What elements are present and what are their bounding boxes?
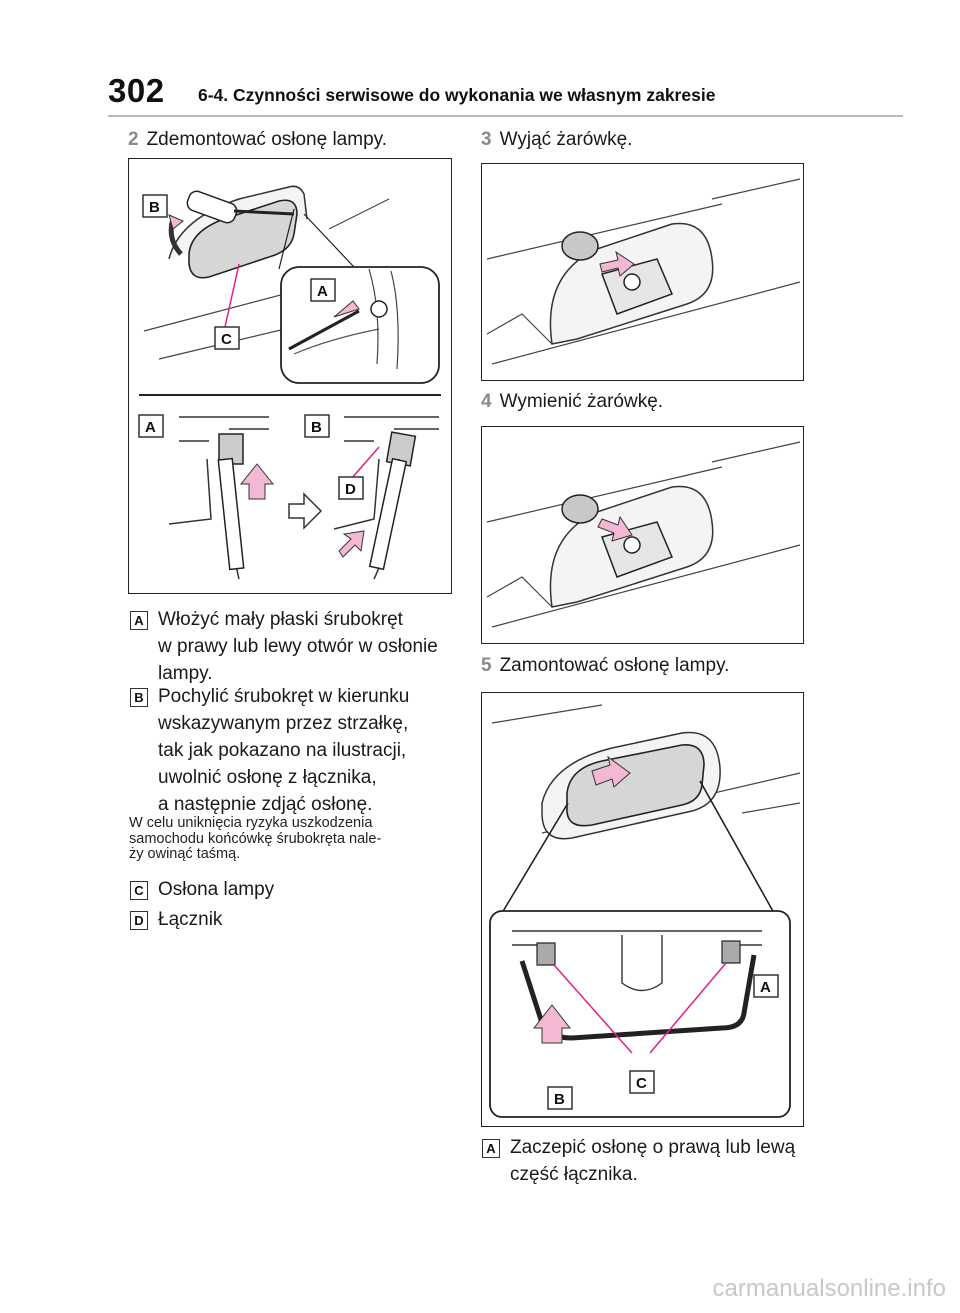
step-number: 5 — [481, 655, 492, 676]
legend-item-a: A Włożyć mały płaski śrubokręt w prawy l… — [130, 606, 460, 687]
legend-line: Zaczepić osłonę o prawą lub lewą — [510, 1137, 796, 1158]
step-3-heading: 3 Wyjąć żarówkę. — [481, 129, 632, 151]
step-5-heading: 5 Zamontować osłonę lampy. — [481, 655, 729, 677]
legend-item-install-a: A Zaczepić osłonę o prawą lub lewą część… — [482, 1134, 812, 1188]
figure-remove-bulb-drawing — [486, 178, 801, 365]
legend-item-b: B Pochylić śrubokręt w kierunku wskazywa… — [130, 683, 460, 818]
figure-remove-cover: B C A A B — [128, 158, 452, 594]
legend-badge: A — [482, 1139, 500, 1158]
figure5-label-a: A — [760, 979, 771, 996]
figure-install-cover: A C B — [481, 692, 804, 1127]
legend-line: część łącznika. — [510, 1164, 638, 1185]
legend-text: Pochylić śrubokręt w kierunku wskazywany… — [158, 683, 409, 818]
figure-replace-bulb — [481, 426, 804, 644]
legend-line: Włożyć mały płaski śrubokręt — [158, 609, 403, 630]
figure5-label-b: B — [554, 1091, 565, 1108]
figure-replace-bulb-drawing — [486, 441, 801, 628]
section-title: 6-4. Czynności serwisowe do wykonania we… — [198, 85, 716, 105]
figure5-label-c: C — [636, 1075, 647, 1092]
part-text: Łącznik — [158, 909, 223, 930]
figure1-label-b: B — [149, 199, 160, 216]
figure1-detail-label-a: A — [317, 283, 328, 300]
figure-remove-cover-drawing: B C A A B — [138, 185, 441, 580]
page-number: 302 — [108, 72, 165, 109]
legend-line: w prawy lub lewy otwór w osłonie — [158, 636, 438, 657]
legend-text: Zaczepić osłonę o prawą lub lewą część ł… — [510, 1134, 795, 1188]
step-text: Wymienić żarówkę. — [499, 391, 664, 412]
step-number: 2 — [128, 129, 139, 150]
step-text: Zamontować osłonę lampy. — [499, 655, 730, 676]
legend-line: uwolnić osłonę z łącznika, — [158, 767, 377, 788]
header-divider — [108, 115, 903, 117]
part-badge: D — [130, 911, 148, 930]
legend-line: Pochylić śrubokręt w kierunku — [158, 686, 410, 707]
legend-line: a następnie zdjąć osłonę. — [158, 794, 373, 815]
part-badge: C — [130, 881, 148, 900]
note-line: samochodu końcówkę śrubokręta nale- — [129, 830, 382, 847]
legend-text: Włożyć mały płaski śrubokręt w prawy lub… — [158, 606, 438, 687]
legend-badge: A — [130, 611, 148, 630]
note-line: W celu uniknięcia ryzyka uszkodzenia — [129, 815, 373, 831]
step-2-heading: 2 Zdemontować osłonę lampy. — [128, 129, 387, 151]
legend-line: tak jak pokazano na ilustracji, — [158, 740, 407, 761]
step-number: 4 — [481, 391, 492, 412]
figure-install-cover-drawing: A C B — [489, 704, 801, 1118]
legend-line: lampy. — [158, 663, 213, 684]
figure1-sub-label-a: A — [145, 419, 156, 436]
figure1-label-d: D — [345, 481, 356, 498]
part-item-c: C Osłona lampy — [130, 876, 460, 903]
legend-badge: B — [130, 688, 148, 707]
step-text: Wyjąć żarówkę. — [499, 129, 633, 150]
warning-note: W celu uniknięcia ryzyka uszkodzenia sam… — [129, 815, 459, 863]
legend-line: wskazywanym przez strzałkę, — [158, 713, 409, 734]
figure-remove-bulb — [481, 163, 804, 381]
watermark: carmanualsonline.info — [712, 1275, 946, 1302]
figure1-label-c: C — [221, 331, 232, 348]
step-number: 3 — [481, 129, 492, 150]
step-4-heading: 4 Wymienić żarówkę. — [481, 391, 663, 413]
figure1-sub-label-b: B — [311, 419, 322, 436]
step-text: Zdemontować osłonę lampy. — [146, 129, 388, 150]
part-text: Osłona lampy — [158, 879, 275, 900]
note-line: ży owinąć taśmą. — [129, 846, 241, 862]
part-item-d: D Łącznik — [130, 906, 460, 933]
